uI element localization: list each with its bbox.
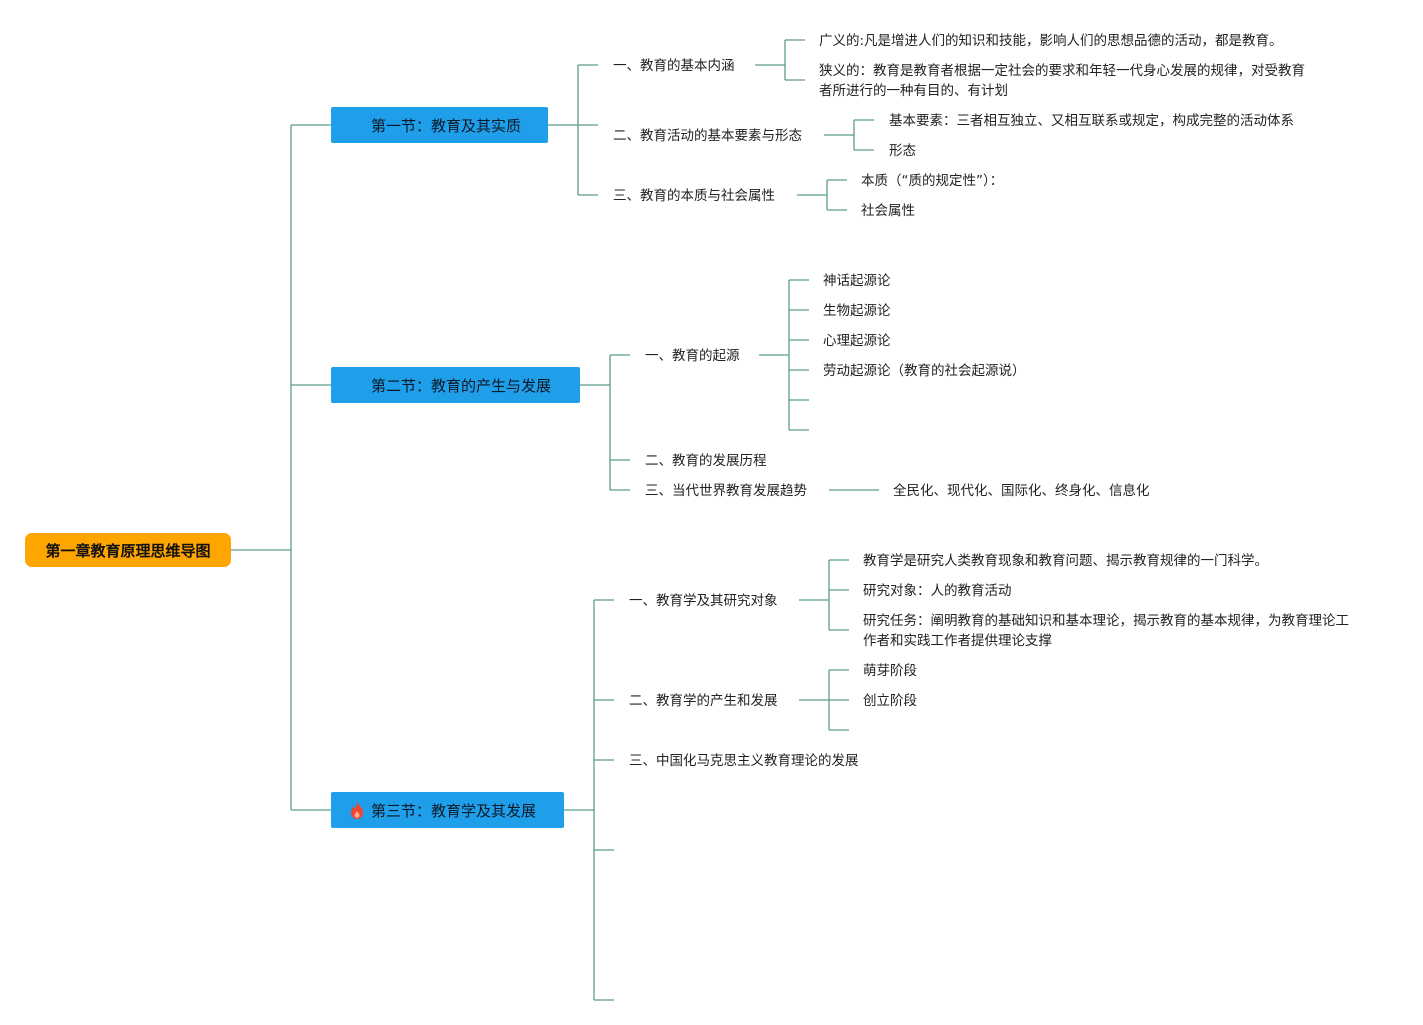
topic-1-3[interactable]: 三、教育的本质与社会属性: [613, 188, 775, 204]
section-2-label: 第二节：教育的产生与发展: [371, 376, 552, 395]
leaf-3-2-2[interactable]: 创立阶段: [863, 693, 917, 709]
section-3-label: 第三节：教育学及其发展: [371, 801, 537, 820]
leaf-3-2-1[interactable]: 萌芽阶段: [863, 663, 917, 679]
topic-2-2[interactable]: 二、教育的发展历程: [645, 453, 767, 469]
root-node[interactable]: 第一章教育原理思维导图: [25, 533, 231, 567]
section-1-label: 第一节：教育及其实质: [371, 116, 522, 135]
leaf-2-3-1[interactable]: 全民化、现代化、国际化、终身化、信息化: [893, 483, 1150, 499]
leaf-2-1-2[interactable]: 生物起源论: [823, 303, 891, 319]
leaf-3-1-3[interactable]: 研究任务：阐明教育的基础知识和基本理论，揭示教育的基本规律，为教育理论工作者和实…: [863, 613, 1349, 649]
fire-icon: [351, 801, 363, 819]
leaf-1-1-1[interactable]: 广义的:凡是增进人们的知识和技能，影响人们的思想品德的活动，都是教育。: [819, 33, 1283, 49]
topic-3-3[interactable]: 三、中国化马克思主义教育理论的发展: [629, 753, 859, 769]
section-1-node[interactable]: 第一节：教育及其实质: [331, 107, 548, 143]
leaf-3-1-1[interactable]: 教育学是研究人类教育现象和教育问题、揭示教育规律的一门科学。: [863, 553, 1268, 569]
topic-2-1[interactable]: 一、教育的起源: [645, 348, 740, 364]
topic-1-2[interactable]: 二、教育活动的基本要素与形态: [613, 128, 802, 144]
topic-2-3[interactable]: 三、当代世界教育发展趋势: [645, 483, 807, 499]
section-2-node[interactable]: 第二节：教育的产生与发展: [331, 367, 580, 403]
topic-3-2[interactable]: 二、教育学的产生和发展: [629, 693, 778, 709]
leaf-1-3-2[interactable]: 社会属性: [861, 203, 915, 219]
root-label: 第一章教育原理思维导图: [45, 541, 211, 560]
leaf-1-3-1[interactable]: 本质（“质的规定性”）：: [861, 173, 1004, 189]
topic-3-1[interactable]: 一、教育学及其研究对象: [629, 593, 778, 609]
section-3-node[interactable]: 第三节：教育学及其发展: [331, 792, 564, 828]
leaf-2-1-4[interactable]: 劳动起源论（教育的社会起源说）: [823, 363, 1026, 379]
leaf-1-2-2[interactable]: 形态: [889, 143, 916, 159]
leaf-1-1-2[interactable]: 狭义的：教育是教育者根据一定社会的要求和年轻一代身心发展的规律，对受教育者所进行…: [819, 63, 1305, 99]
leaf-1-2-1[interactable]: 基本要素：三者相互独立、又相互联系或规定，构成完整的活动体系: [889, 113, 1294, 129]
leaf-2-1-1[interactable]: 神话起源论: [823, 273, 891, 289]
topic-1-1[interactable]: 一、教育的基本内涵: [613, 58, 735, 74]
leaf-3-1-2[interactable]: 研究对象：人的教育活动: [863, 583, 1012, 599]
leaf-2-1-3[interactable]: 心理起源论: [823, 333, 891, 349]
